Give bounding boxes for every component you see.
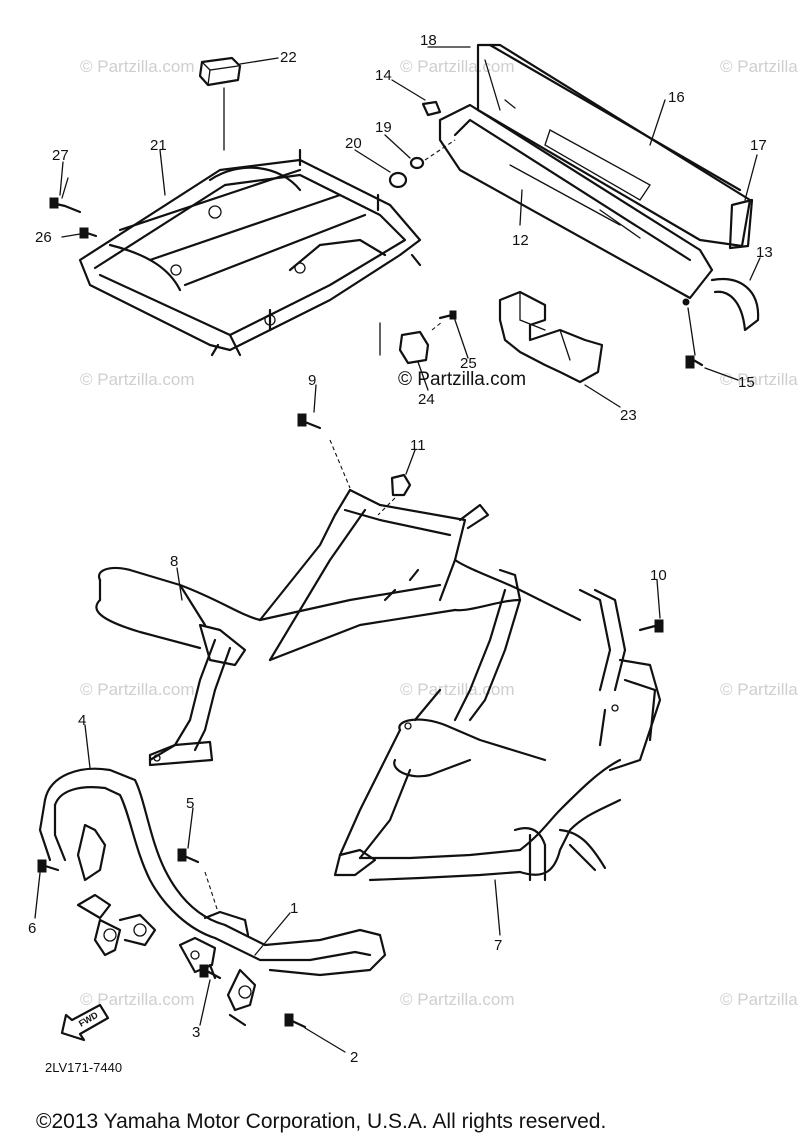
callout-5: 5 [186,795,194,812]
fwd-label: FWD [77,1010,100,1029]
callout-7: 7 [494,937,502,954]
main-frame [95,413,664,882]
callout-17: 17 [750,137,767,154]
callout-26: 26 [35,229,52,246]
callout-10: 10 [650,567,667,584]
callout-2: 2 [350,1049,358,1066]
leader-lines [34,46,761,1053]
callout-23: 23 [620,407,637,424]
diagram-code: 2LV171-7440 [45,1060,122,1075]
watermark: © Partzilla.com [400,680,515,699]
damper-parts-23-24-25 [379,290,604,384]
watermark: © Partzilla.com [80,370,195,389]
callout-11: 11 [410,437,426,454]
callout-21: 21 [150,137,167,154]
collars-19-20 [388,139,456,189]
watermark: © Partzilla [720,990,798,1009]
callout-22: 22 [280,49,297,66]
callout-20: 20 [345,135,362,152]
callout-14: 14 [375,67,392,84]
callout-3: 3 [192,1024,200,1041]
bolt-26-27 [49,177,98,239]
watermark: © Partzilla.com [80,680,195,699]
callout-25: 25 [460,355,477,372]
callout-6: 6 [28,920,36,937]
callout-27: 27 [52,147,69,164]
watermark: © Partzilla [720,680,798,699]
callout-24: 24 [418,391,435,408]
center-watermark: © Partzilla.com [398,369,526,390]
callout-labels: 1 2 3 4 5 6 7 8 9 10 11 12 13 14 15 16 1… [28,32,773,1066]
callout-19: 19 [375,119,392,136]
callout-4: 4 [78,712,86,729]
watermark: © Partzilla [720,57,798,76]
watermarks: © Partzilla.com © Partzilla.com © Partzi… [80,57,798,1009]
callout-15: 15 [738,374,755,391]
watermark: © Partzilla.com [80,990,195,1009]
callout-18: 18 [420,32,437,49]
callout-12: 12 [512,232,529,249]
callout-16: 16 [668,89,685,106]
tool-box-assembly [421,43,760,369]
copyright-text: ©2013 Yamaha Motor Corporation, U.S.A. A… [36,1110,606,1133]
watermark: © Partzilla.com [400,990,515,1009]
callout-13: 13 [756,244,773,261]
callout-9: 9 [308,372,316,389]
watermark: © Partzilla.com [400,57,515,76]
watermark: © Partzilla.com [80,57,195,76]
fwd-arrow-icon: FWD [60,1003,110,1042]
front-bumper [37,767,387,1029]
rubber-cap-part [198,56,242,151]
callout-8: 8 [170,553,178,570]
rear-rack-frame [78,148,422,357]
watermark: © Partzilla [720,370,798,389]
callout-1: 1 [290,900,298,917]
